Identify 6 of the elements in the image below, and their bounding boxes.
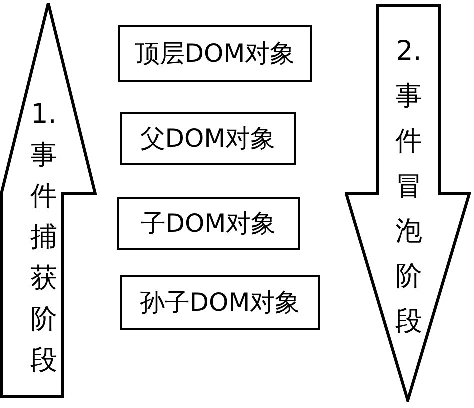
phase-label: 1.事件捕获阶段: [30, 98, 58, 378]
phase-label: 2.事件冒泡阶段: [394, 35, 424, 339]
object-box: 顶层DOM对象: [118, 25, 312, 82]
object-box: 父DOM对象: [120, 112, 296, 165]
object-box: 子DOM对象: [117, 197, 300, 250]
object-box: 孙子DOM对象: [120, 275, 320, 330]
